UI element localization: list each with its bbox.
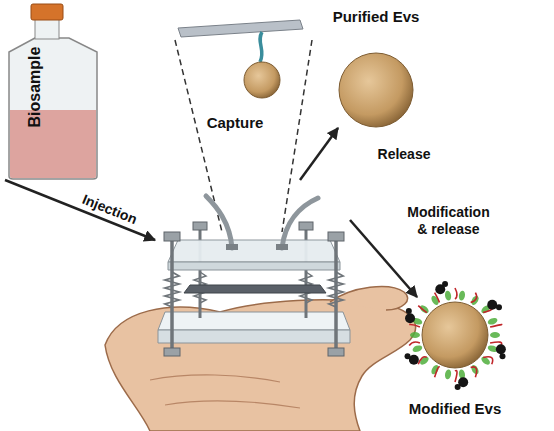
nut: [164, 232, 180, 241]
microfluidic-device: Capture: [155, 180, 350, 385]
nut: [164, 348, 180, 356]
port: [276, 244, 288, 250]
node-label: Capture: [207, 115, 264, 132]
ev-particle: Modified Evs: [417, 297, 493, 373]
flow-arrow: [300, 128, 338, 180]
edge-label: Release: [375, 145, 434, 163]
node-label: Purified Evs: [333, 9, 420, 26]
bottle-outline: [5, 2, 100, 180]
glass-plate: [168, 262, 340, 270]
nut: [193, 222, 207, 230]
glass-plate: [158, 330, 350, 343]
hand-thumb: [330, 287, 408, 310]
capture-probe: [260, 32, 262, 62]
nut: [328, 232, 344, 241]
port: [226, 244, 238, 250]
node-label: Biosample: [26, 47, 44, 128]
ev-modified-outline: [417, 297, 493, 373]
hand: [105, 300, 415, 431]
sample-bottle: Biosample: [5, 2, 100, 180]
glass-plate: [168, 240, 340, 262]
tubing: [282, 198, 318, 248]
nut: [299, 222, 313, 230]
flow-arrow: [5, 180, 155, 240]
screw-set: [165, 238, 343, 352]
captured-ev: [244, 62, 280, 98]
edge-label: Injection: [77, 189, 143, 229]
ev-particle: Purified Evs: [338, 52, 414, 128]
node-label: Modified Evs: [409, 401, 502, 418]
tubing: [206, 196, 232, 248]
nut: [328, 348, 344, 356]
chip: [184, 285, 326, 293]
cantilever: [178, 20, 303, 37]
edge-label: Modification & release: [401, 203, 497, 237]
glass-plate: [158, 312, 350, 330]
ev-outline: [338, 52, 414, 128]
hand-crease: [150, 375, 300, 408]
